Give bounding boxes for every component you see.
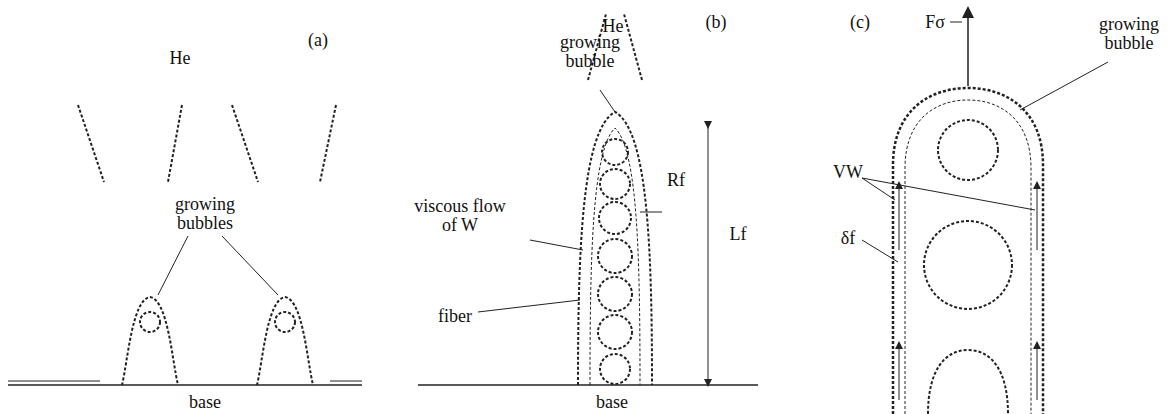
part-name: viscous flow of W xyxy=(405,197,515,235)
panel-letter: (b) xyxy=(706,13,727,32)
part-name: growing bubble xyxy=(1089,15,1169,53)
part-name: base xyxy=(596,393,628,412)
force-label: Fσ xyxy=(925,13,945,32)
panel-letter: (c) xyxy=(850,13,870,32)
dimension-label: Rf xyxy=(667,171,685,190)
gas-label: He xyxy=(170,49,191,68)
dimension-label: δf xyxy=(841,229,855,248)
part-name: growing bubble xyxy=(545,33,635,71)
part-name: base xyxy=(189,393,221,412)
part-name: fiber xyxy=(438,307,472,326)
dimension-label: Lf xyxy=(730,225,747,244)
panel-letter: (a) xyxy=(308,31,328,50)
part-name: growing bubbles xyxy=(160,195,250,233)
velocity-label: VW xyxy=(833,163,863,182)
